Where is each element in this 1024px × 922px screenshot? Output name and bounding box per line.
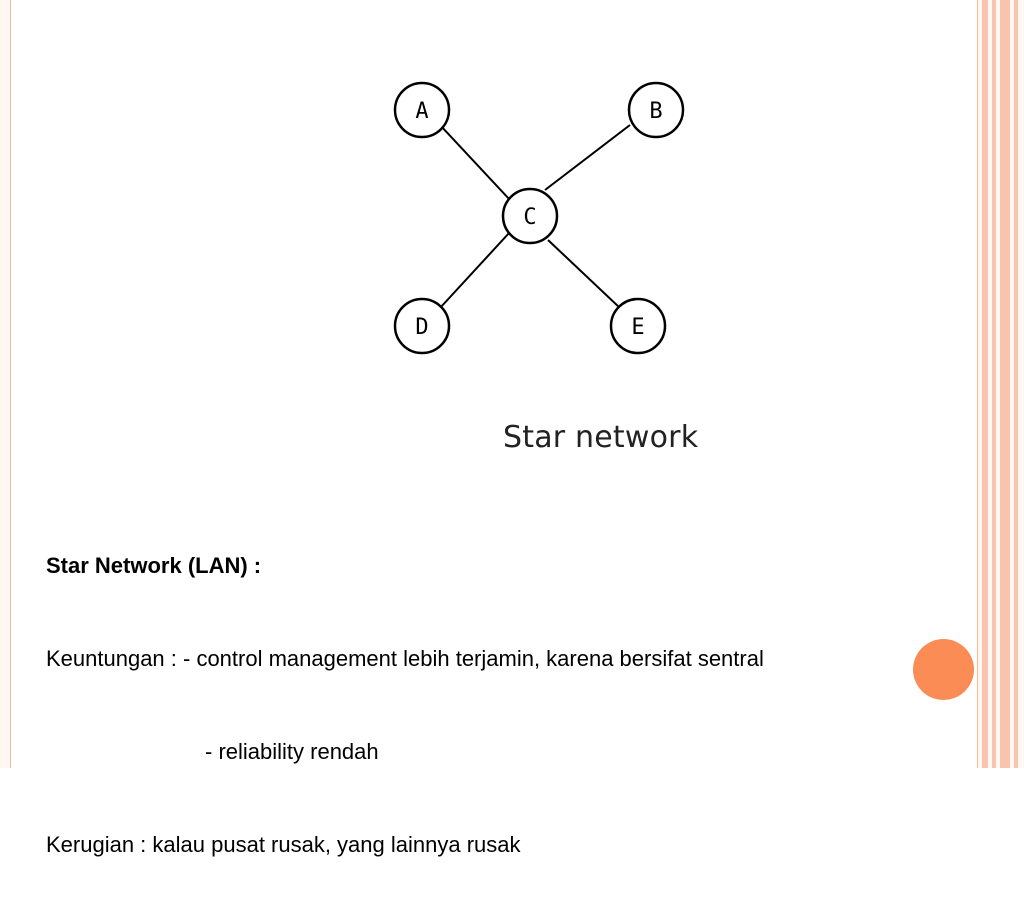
decor-circle (913, 639, 974, 700)
edge-d-c (439, 231, 511, 309)
node-c-label: C (523, 205, 536, 230)
decor-stripe (982, 0, 988, 768)
advantages-line-2: - reliability rendah (205, 739, 379, 764)
decor-stripe (1000, 0, 1010, 768)
node-d (393, 297, 451, 355)
advantages-line-1: Keuntungan : - control management lebih … (46, 646, 764, 671)
node-a-label: A (415, 99, 428, 124)
slide-frame (10, 0, 978, 768)
disadvantages-line: Kerugian : kalau pusat rusak, yang lainn… (46, 832, 521, 857)
node-d-label: D (415, 315, 428, 340)
edge-e-c (547, 239, 621, 309)
node-e (609, 297, 667, 355)
section-heading: Star Network (LAN) : (46, 553, 262, 578)
node-b (627, 81, 685, 139)
decor-stripe (1014, 0, 1018, 768)
node-e-label: E (631, 315, 644, 340)
decor-stripe (992, 0, 996, 768)
node-b-label: B (649, 99, 662, 124)
slide-body: Star Network (LAN) : Keuntungan : - cont… (46, 488, 764, 922)
diagram-caption: Star network (503, 420, 699, 455)
node-a (393, 81, 451, 139)
edge-b-c (544, 124, 631, 191)
node-c (501, 187, 559, 245)
edge-a-c (439, 124, 511, 201)
star-network-diagram: A B C D E (393, 81, 685, 355)
slide-background: A B C D E Star network Star Network (LAN… (0, 0, 1024, 857)
